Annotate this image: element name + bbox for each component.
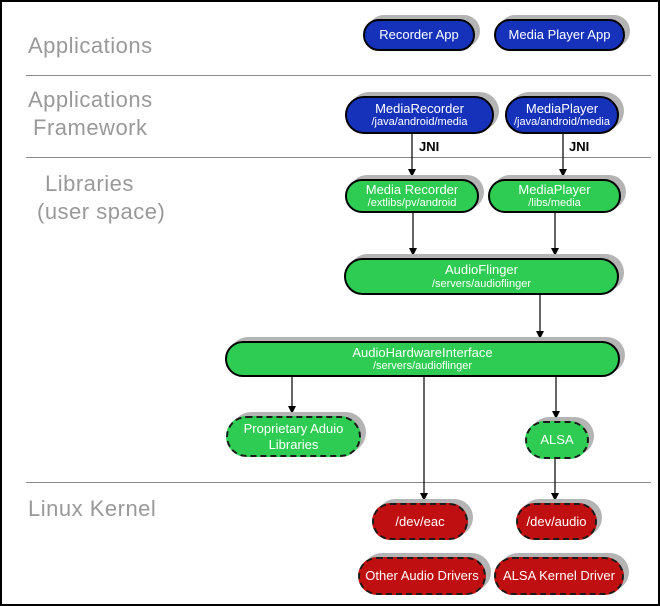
node-title: Other Audio Drivers bbox=[365, 568, 479, 584]
node-alsa-kernel-driver: ALSA Kernel Driver bbox=[494, 557, 624, 595]
node-audioflinger: AudioFlinger /servers/audioflinger bbox=[344, 258, 619, 295]
divider-applications-framework bbox=[26, 75, 651, 76]
node-title: ALSA bbox=[540, 432, 574, 448]
section-label-line: Framework bbox=[33, 115, 148, 140]
node-alsa: ALSA bbox=[525, 421, 589, 459]
node-dev-eac: /dev/eac bbox=[372, 503, 468, 540]
node-title: AudioFlinger bbox=[445, 262, 518, 278]
node-title: MediaPlayer bbox=[518, 181, 591, 197]
node-proprietary-audio-libraries: Proprietary Aduio Libraries bbox=[226, 416, 361, 457]
node-subtitle: /libs/media bbox=[528, 197, 581, 210]
node-title: MediaPlayer bbox=[525, 100, 599, 116]
node-mediarecorder-framework: MediaRecorder /java/android/media bbox=[345, 96, 494, 134]
divider-framework-libraries bbox=[26, 157, 651, 158]
node-subtitle: /extlibs/pv/android bbox=[367, 197, 457, 210]
node-title: Recorder App bbox=[379, 27, 459, 43]
node-mediaplayer-framework: MediaPlayer /java/android/media bbox=[505, 96, 619, 134]
section-label-line: Applications bbox=[28, 87, 153, 112]
section-label-libraries: Libraries (user space) bbox=[37, 170, 165, 226]
node-dev-audio: /dev/audio bbox=[516, 503, 597, 540]
node-subtitle: /servers/audioflinger bbox=[431, 277, 532, 290]
jni-label-player: JNI bbox=[569, 139, 590, 154]
section-label-line: (user space) bbox=[37, 199, 166, 224]
jni-label-recorder: JNI bbox=[419, 139, 440, 154]
divider-userspace-kernel bbox=[26, 482, 651, 483]
node-recorder-app: Recorder App bbox=[363, 19, 475, 51]
node-title: /dev/eac bbox=[395, 513, 445, 529]
node-subtitle: /servers/audioflinger bbox=[372, 360, 473, 373]
section-label-line: Libraries bbox=[45, 171, 134, 196]
node-title: /dev/audio bbox=[526, 513, 587, 529]
section-label-applications-framework: Applications Framework bbox=[28, 86, 153, 142]
node-media-player-app: Media Player App bbox=[494, 19, 625, 51]
node-subtitle: /java/android/media bbox=[513, 116, 610, 129]
node-mediaplayer-lib: MediaPlayer /libs/media bbox=[488, 179, 621, 213]
section-label-linux-kernel: Linux Kernel bbox=[28, 496, 157, 521]
node-title-line2: Libraries bbox=[268, 436, 319, 452]
node-title: Media Recorder bbox=[365, 181, 459, 197]
section-label-applications: Applications bbox=[28, 33, 153, 58]
node-audio-hardware-interface: AudioHardwareInterface /servers/audiofli… bbox=[225, 341, 620, 377]
node-title: AudioHardwareInterface bbox=[352, 344, 493, 360]
node-title: Media Player App bbox=[508, 27, 611, 43]
node-other-audio-drivers: Other Audio Drivers bbox=[358, 557, 486, 595]
node-subtitle: /java/android/media bbox=[371, 116, 468, 129]
node-title: MediaRecorder bbox=[375, 100, 464, 116]
node-title: Proprietary Aduio bbox=[243, 420, 344, 436]
node-media-recorder-lib: Media Recorder /extlibs/pv/android bbox=[345, 179, 479, 213]
node-title: ALSA Kernel Driver bbox=[503, 568, 615, 584]
